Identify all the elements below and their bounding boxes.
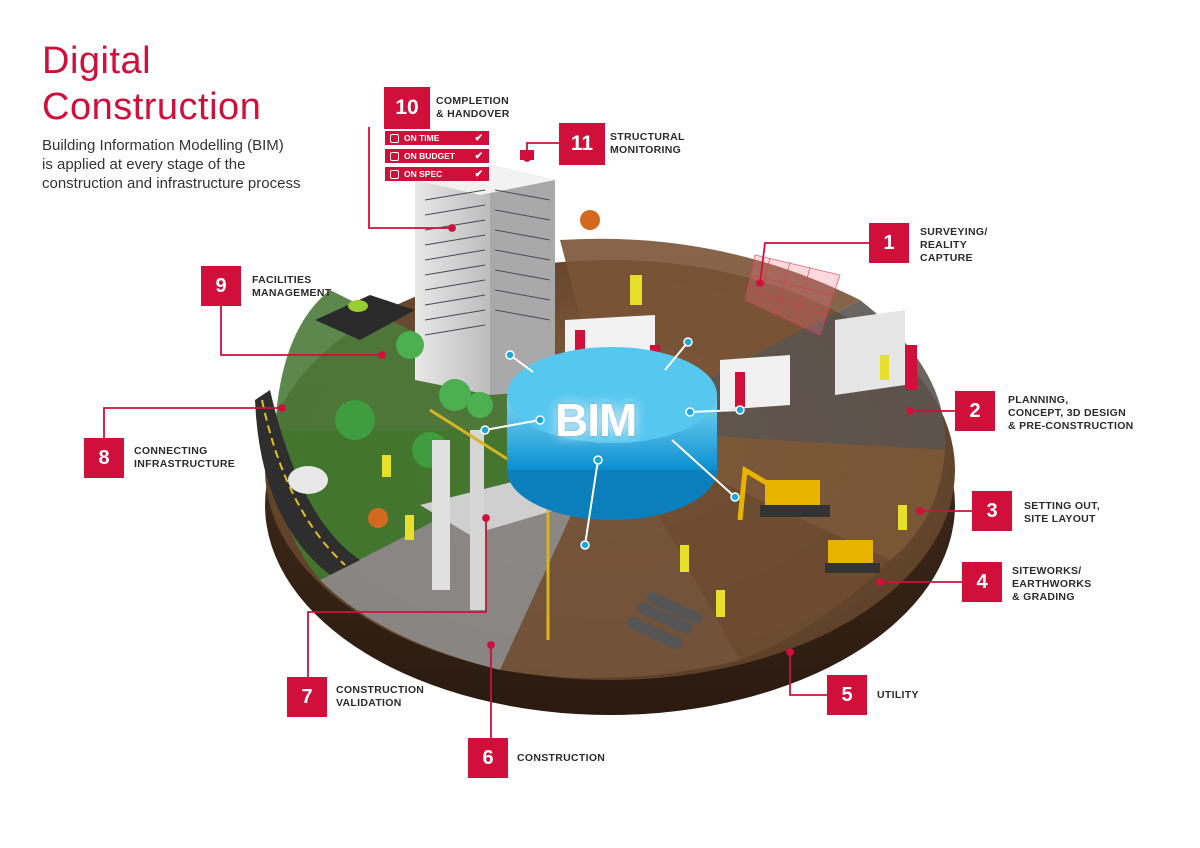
- title-line-2: Construction: [42, 86, 262, 128]
- stage-4-line-2: EARTHWORKS: [1012, 578, 1092, 590]
- subtitle-line-1: Building Information Modelling (BIM): [42, 137, 284, 154]
- stage-1-badge: 1: [869, 223, 909, 263]
- hub-connectors: [484, 341, 741, 546]
- stage-4-badge: 4: [962, 562, 1002, 602]
- check-on-spec: ON SPEC ✔: [385, 167, 489, 181]
- stage-4-line-3: & GRADING: [1012, 591, 1075, 603]
- stage-7-badge: 7: [287, 677, 327, 717]
- checkmark-icon: ✔: [474, 150, 483, 162]
- stage-10-badge: 10: [384, 87, 430, 129]
- stage-1-line-3: CAPTURE: [920, 252, 973, 264]
- stage-3-badge: 3: [972, 491, 1012, 531]
- tower-windows: [424, 189, 551, 336]
- stage-9-line-2: MANAGEMENT: [252, 287, 332, 299]
- stage-6-badge: 6: [468, 738, 508, 778]
- check-label: ON BUDGET: [404, 151, 455, 161]
- drones: [368, 210, 600, 528]
- stage-11-label: STRUCTURAL MONITORING: [610, 131, 685, 157]
- stage-4-line-1: SITEWORKS/: [1012, 565, 1082, 577]
- clock-icon: [390, 133, 399, 143]
- excavator: [737, 465, 830, 521]
- checkmark-icon: ✔: [474, 168, 483, 180]
- stage-9-badge: 9: [201, 266, 241, 306]
- stage-6-line-1: CONSTRUCTION: [517, 752, 606, 764]
- stage-9-line-1: FACILITIES: [252, 274, 312, 286]
- stage-9-label: FACILITIES MANAGEMENT: [252, 274, 331, 300]
- stage-2-badge: 2: [955, 391, 995, 431]
- stage-11-badge: 11: [559, 123, 605, 165]
- stage-5-label: UTILITY: [877, 689, 919, 702]
- stage-7-line-1: CONSTRUCTION: [336, 684, 425, 696]
- parking-structure: [315, 295, 415, 340]
- stage-5-line-1: UTILITY: [877, 689, 919, 701]
- stage-10-label: COMPLETION & HANDOVER: [436, 95, 510, 121]
- stage-2-line-1: PLANNING,: [1008, 394, 1069, 406]
- stage-5-badge: 5: [827, 675, 867, 715]
- stage-10-line-2: & HANDOVER: [436, 108, 510, 120]
- bim-hub: [507, 347, 717, 520]
- stage-11-line-1: STRUCTURAL: [610, 131, 685, 143]
- check-on-budget: ON BUDGET ✔: [385, 149, 489, 163]
- stage-2-line-3: & PRE-CONSTRUCTION: [1008, 420, 1134, 432]
- road: [255, 390, 360, 575]
- road-markings: [261, 399, 346, 566]
- stage-6-label: CONSTRUCTION: [517, 752, 605, 765]
- clipboard-icon: [390, 169, 399, 179]
- stage-1-line-1: SURVEYING/: [920, 226, 988, 238]
- stage-3-line-1: SETTING OUT,: [1024, 500, 1100, 512]
- subtitle-line-2: is applied at every stage of the: [42, 156, 246, 173]
- bim-hub-label: BIM: [555, 394, 637, 446]
- hub-connector-nodes: [480, 337, 745, 550]
- stage-10-line-1: COMPLETION: [436, 95, 509, 107]
- stage-4-label: SITEWORKS/ EARTHWORKS & GRADING: [1012, 565, 1091, 604]
- car: [288, 466, 328, 494]
- stage-2-label: PLANNING, CONCEPT, 3D DESIGN & PRE-CONST…: [1008, 394, 1134, 433]
- stage-8-line-2: INFRASTRUCTURE: [134, 458, 236, 470]
- page-title: Digital Construction: [42, 38, 261, 130]
- stage-8-label: CONNECTING INFRASTRUCTURE: [134, 445, 235, 471]
- stage-1-line-2: REALITY: [920, 239, 968, 251]
- stage-3-label: SETTING OUT, SITE LAYOUT: [1024, 500, 1100, 526]
- check-on-time: ON TIME ✔: [385, 131, 489, 145]
- check-label: ON SPEC: [404, 169, 443, 179]
- subtitle-line-3: construction and infrastructure process: [42, 175, 301, 192]
- workers: [382, 275, 907, 617]
- stage-3-line-2: SITE LAYOUT: [1024, 513, 1096, 525]
- survey-grid: [744, 254, 841, 336]
- check-label: ON TIME: [404, 133, 440, 143]
- bulldozer: [825, 540, 880, 573]
- callout-leaders: [103, 127, 972, 738]
- stage-2-line-2: CONCEPT, 3D DESIGN: [1008, 407, 1127, 419]
- checkmark-icon: ✔: [474, 132, 483, 144]
- money-icon: [390, 151, 399, 161]
- stage-7-line-2: VALIDATION: [336, 697, 402, 709]
- handover-checklist: ON TIME ✔ ON BUDGET ✔ ON SPEC ✔: [385, 131, 489, 185]
- stage-8-line-1: CONNECTING: [134, 445, 208, 457]
- stage-8-badge: 8: [84, 438, 124, 478]
- stage-7-label: CONSTRUCTION VALIDATION: [336, 684, 424, 710]
- stage-11-line-2: MONITORING: [610, 144, 682, 156]
- page-subtitle: Building Information Modelling (BIM) is …: [42, 136, 362, 193]
- title-line-1: Digital: [42, 40, 152, 82]
- pipes: [626, 591, 703, 650]
- stage-1-label: SURVEYING/ REALITY CAPTURE: [920, 226, 988, 265]
